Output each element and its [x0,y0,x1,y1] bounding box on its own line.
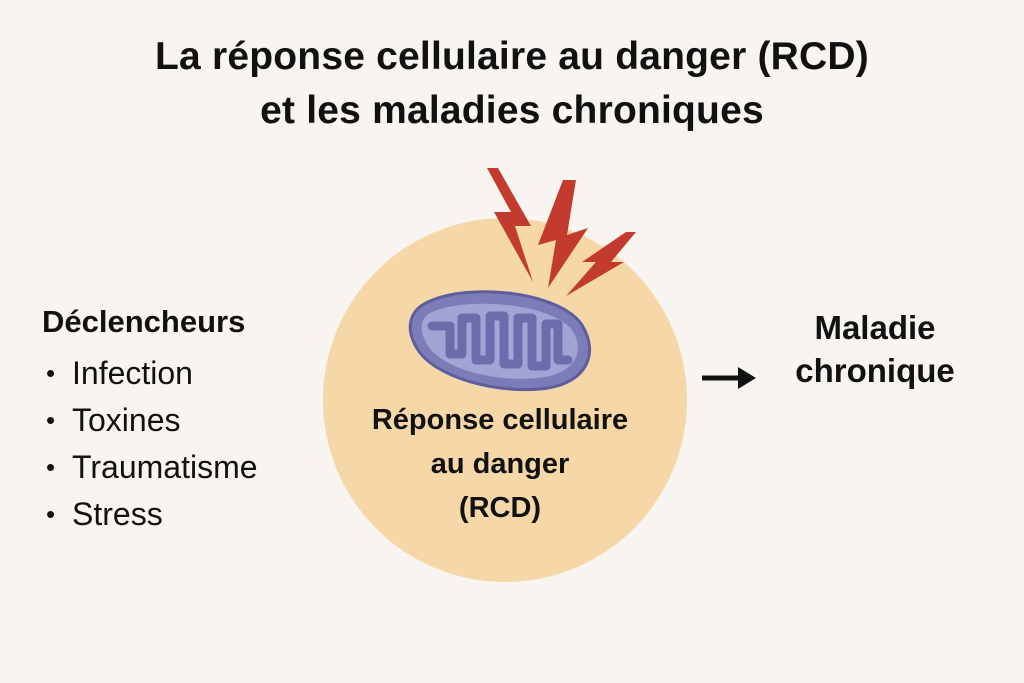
bullet-icon: • [46,358,56,388]
list-item: • Toxines [46,397,342,444]
lightning-bolt-icon [538,180,588,288]
rcd-label-line-3: (RCD) [458,492,542,524]
cell-circle [323,218,687,582]
triggers-panel: Déclencheurs • Infection • Toxines • Trauma… [42,302,342,538]
lightning-bolt-icon [566,232,636,296]
arrow-right-icon [702,367,756,389]
rcd-label: Réponse cellulaire au danger (RCD) [330,398,670,530]
trigger-label: Stress [72,496,163,532]
trigger-label: Toxines [72,402,181,438]
diagram-title: La réponse cellulaire au danger (RCD) et… [0,30,1024,138]
outcome-line-1: Maladie [814,309,936,346]
trigger-label: Traumatisme [72,449,258,485]
list-item: • Traumatisme [46,444,342,491]
triggers-list: • Infection • Toxines • Traumatisme • Stress [42,350,342,538]
lightning-bolt-icon [487,168,533,282]
outcome-line-2: chronique [795,352,955,389]
triggers-heading: Déclencheurs [42,304,246,339]
outcome-label: Maladie chronique [770,306,980,392]
rcd-label-line-1: Réponse cellulaire [371,404,629,436]
title-line-1: La réponse cellulaire au danger (RCD) [155,35,869,78]
bullet-icon: • [46,452,56,482]
rcd-label-line-2: au danger [430,448,570,480]
bullet-icon: • [46,499,56,529]
title-line-2: et les maladies chroniques [260,89,764,132]
trigger-label: Infection [72,355,193,391]
bullet-icon: • [46,405,56,435]
list-item: • Stress [46,491,342,538]
mitochondrion-icon [408,290,592,392]
list-item: • Infection [46,350,342,397]
